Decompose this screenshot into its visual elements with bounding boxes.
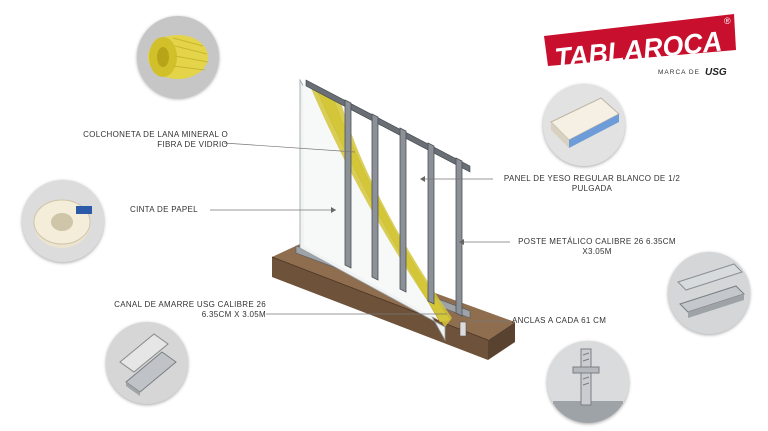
label-insulation: COLCHONETA DE LANA MINERAL O FIBRA DE VI… (82, 130, 228, 150)
leader-insulation (223, 142, 356, 153)
leader-arrows (331, 176, 464, 245)
stud-5 (455, 157, 463, 317)
tablaroca-logo: TABLAROCA ® MARCA DE USG (544, 14, 736, 78)
logo-usg: USG (705, 67, 727, 78)
label-panel: PANEL DE YESO REGULAR BLANCO DE 1/2 PULG… (495, 174, 689, 194)
floor-slab-front (272, 257, 488, 360)
anchor-bolt-icon (553, 348, 623, 423)
label-stud: POSTE METÁLICO CALIBRE 26 6.35CM X3.05M (512, 237, 682, 257)
stud-1 (344, 99, 352, 269)
label-insulation-line1: COLCHONETA DE LANA MINERAL O (83, 130, 228, 139)
anchor-bolt (459, 321, 467, 337)
label-anchors: ANCLAS A CADA 61 CM (512, 316, 607, 325)
paper-tape-roll-icon (33, 199, 92, 248)
insulation-roll-icon (148, 35, 209, 79)
floor-edge-line (271, 256, 489, 341)
anchor-bolt-photo (547, 341, 629, 423)
label-panel-line2: PULGADA (571, 184, 613, 193)
label-channel-line2: 6.35CM X 3.05M (201, 310, 266, 319)
logo-red-banner (544, 14, 736, 66)
metal-stud-icon (677, 263, 745, 318)
label-stud-line1: POSTE METÁLICO CALIBRE 26 6.35CM (518, 237, 676, 246)
logo-tagline: MARCA DE (658, 69, 700, 76)
paper-tape-photo (22, 180, 104, 262)
label-channel: CANAL DE AMARRE USG CALIBRE 26 6.35CM X … (98, 300, 266, 320)
metal-stud-photo (668, 252, 750, 334)
label-insulation-line2: FIBRA DE VIDRIO (157, 140, 228, 149)
insulation-roll-photo (137, 16, 219, 98)
stud-2 (371, 113, 379, 281)
floor-slab-side (488, 322, 515, 360)
label-channel-line1: CANAL DE AMARRE USG CALIBRE 26 (114, 300, 266, 309)
metal-channel-icon (119, 333, 177, 396)
metal-studs (344, 99, 463, 317)
stud-3 (399, 127, 407, 293)
arrow-panel (420, 176, 425, 182)
arrow-tape (331, 207, 336, 213)
label-stud-line2: X3.05M (582, 247, 612, 256)
label-tape: CINTA DE PAPEL (130, 205, 198, 214)
metal-channel-photo (106, 322, 188, 404)
stud-4 (427, 142, 435, 305)
arrow-stud (459, 239, 464, 245)
gypsum-board-photo (543, 84, 625, 166)
logo-registered-mark: ® (724, 16, 731, 26)
gypsum-board-icon (550, 97, 620, 148)
label-panel-line1: PANEL DE YESO REGULAR BLANCO DE 1/2 (503, 174, 681, 183)
leader-lines (210, 142, 510, 322)
